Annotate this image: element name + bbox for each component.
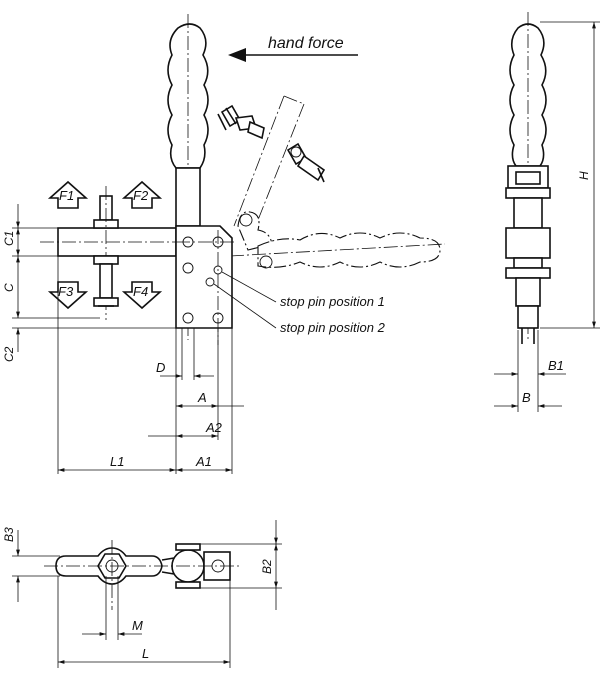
- clamping-arm: [40, 227, 177, 257]
- label-a: A: [197, 390, 207, 405]
- spindle-bolt-tilted-2: [286, 142, 326, 183]
- label-c1: C1: [2, 231, 16, 246]
- spindle-bolt-tilted-1: [217, 104, 265, 140]
- dim-vertical-left: C1 C C2: [2, 204, 176, 362]
- label-h: H: [577, 171, 591, 180]
- label-l: L: [142, 646, 149, 661]
- label-b1: B1: [548, 358, 564, 373]
- force-arrow-f2: F2: [121, 180, 163, 209]
- label-a2: A2: [205, 420, 223, 435]
- label-b: B: [522, 390, 531, 405]
- spindle-lower: [93, 255, 119, 307]
- front-view: hand force: [2, 14, 446, 474]
- label-1: F2: [133, 188, 149, 203]
- label-d: D: [156, 360, 165, 375]
- label-3: F4: [133, 284, 148, 299]
- label-b3: B3: [2, 527, 16, 542]
- stop-pin-2-hole: [205, 277, 215, 287]
- force-arrow-f1: F1: [47, 180, 89, 209]
- force-arrow-f3: F3: [47, 281, 89, 310]
- top-view: B3 B2 M L: [2, 520, 282, 668]
- spindle-upper: [93, 186, 119, 320]
- force-arrow-f4: F4: [121, 281, 163, 310]
- handle-open-position: [229, 232, 446, 269]
- label-b2: B2: [260, 559, 274, 574]
- stop-pin-2-label: stop pin position 2: [280, 320, 386, 335]
- side-view: H B1 B: [494, 12, 600, 412]
- label-c: C: [2, 283, 16, 292]
- dim-horizontal-bottom: D A A2 L1 A1: [57, 256, 244, 474]
- stop-pin-1-label: stop pin position 1: [280, 294, 385, 309]
- label-c2: C2: [2, 346, 16, 362]
- label-l1: L1: [110, 454, 124, 469]
- label-m: M: [132, 618, 143, 633]
- base-body: [175, 225, 236, 345]
- hand-force-arrow: [228, 48, 358, 62]
- open-position-ghost: [233, 95, 305, 251]
- label-a1: A1: [195, 454, 212, 469]
- hand-force-label: hand force: [268, 35, 344, 52]
- label-2: F3: [58, 284, 74, 299]
- label-0: F1: [59, 188, 74, 203]
